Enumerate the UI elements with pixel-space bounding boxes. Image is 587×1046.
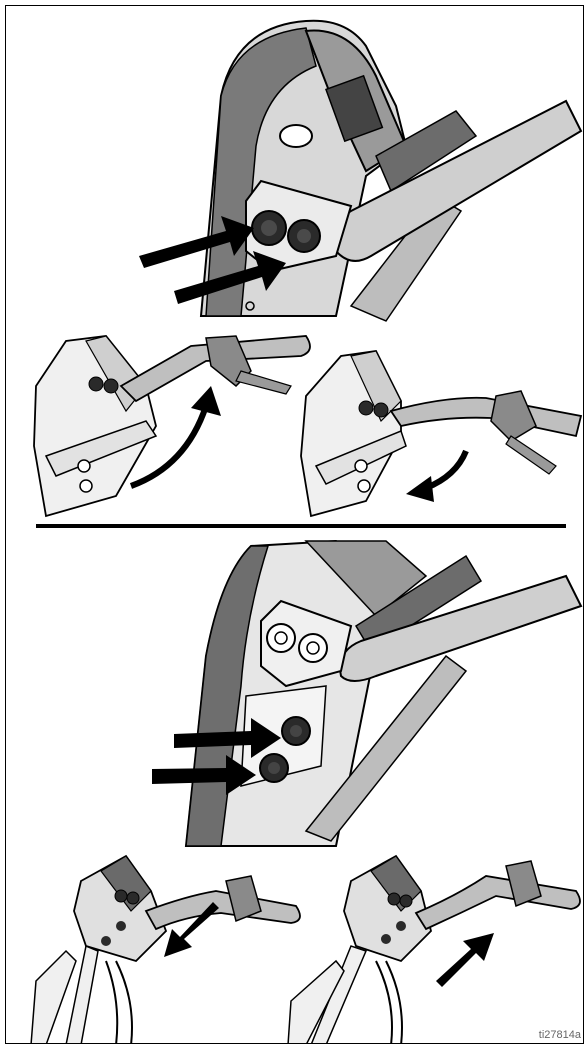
- handle-tube: [146, 891, 300, 929]
- knob-icon: [267, 624, 295, 652]
- knob-icon: [400, 895, 412, 907]
- release-knobs-illustration: [6, 6, 583, 326]
- panel-release-knobs: [6, 6, 583, 326]
- sprayer-right: [301, 351, 581, 516]
- knob-icon: [252, 211, 286, 245]
- knob-icon: [127, 892, 139, 904]
- sprayer-right: [288, 856, 580, 1044]
- knob-icon: [374, 403, 388, 417]
- panel-lock-knobs: [6, 536, 583, 851]
- panel-handle-fold: [6, 326, 583, 521]
- knob-icon: [115, 890, 127, 902]
- sprayer-left: [31, 856, 300, 1044]
- figure-frame: ti27814a: [5, 5, 584, 1044]
- knob-icon: [260, 754, 288, 782]
- knob-icon: [89, 377, 103, 391]
- step-divider: [36, 524, 566, 528]
- sprayer-left: [34, 336, 310, 516]
- trigger-icon: [491, 391, 536, 441]
- panel-handle-slide: [6, 851, 583, 1044]
- handle-slide-illustration: [6, 851, 583, 1044]
- handle-tube: [391, 398, 581, 436]
- knob-icon: [299, 634, 327, 662]
- knob-icon: [288, 220, 320, 252]
- figure-id-label: ti27814a: [539, 1029, 581, 1041]
- up-right-arrow-icon: [436, 933, 494, 987]
- handle-tube: [416, 876, 580, 929]
- knob-icon: [388, 893, 400, 905]
- knob-icon: [104, 379, 118, 393]
- knob-icon: [359, 401, 373, 415]
- curved-down-arrow-icon: [426, 451, 466, 488]
- cap-icon: [280, 125, 312, 147]
- knob-icon: [282, 717, 310, 745]
- handle-fold-illustration: [6, 326, 583, 521]
- lock-knobs-illustration: [6, 536, 583, 851]
